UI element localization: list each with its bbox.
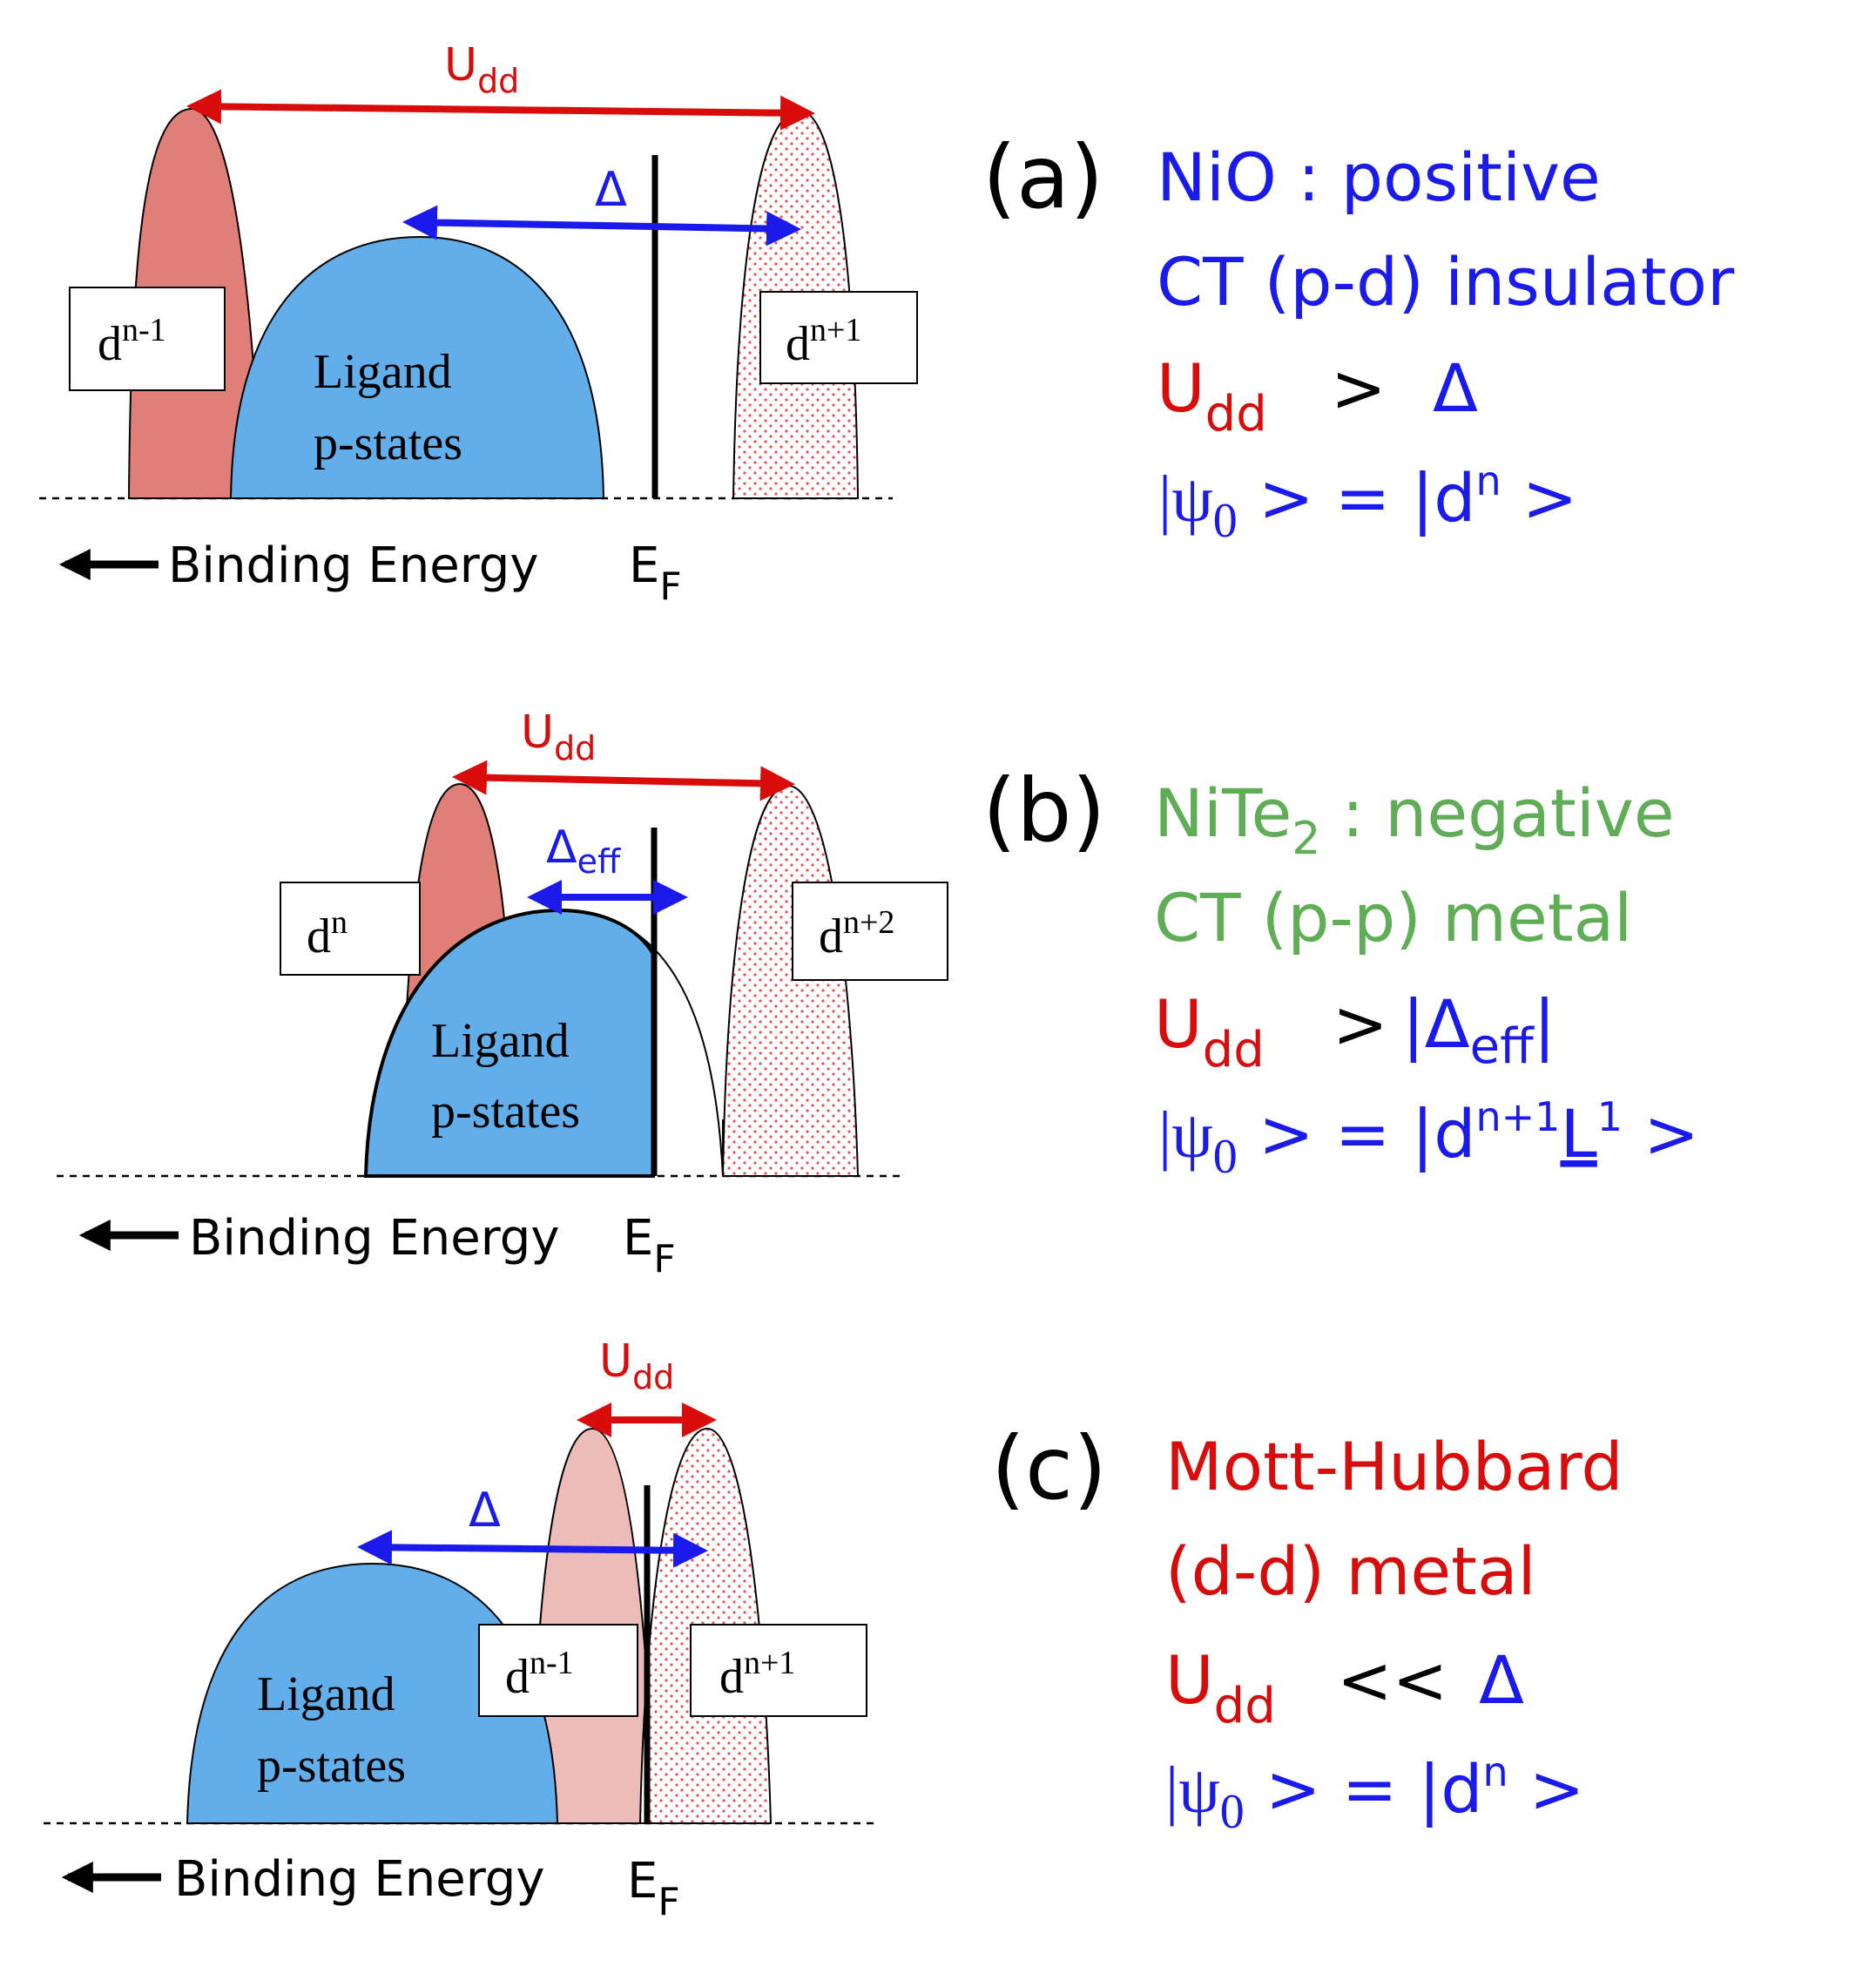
panel-letter-c: (c) [991,1417,1107,1519]
delta-arrow-label-a: Δ [595,162,627,217]
udd-arrow-label-c: Udd [599,1335,674,1396]
right-box-b [792,882,948,981]
gap-relation-b: Udd>|Δeff| [1154,985,1555,1078]
ground-state-c: |ψ0 > = |dn > [1165,1748,1584,1839]
ground-state-a: |ψ0 > = |dn > [1158,457,1577,548]
delta-arrow-label-c: Δ [469,1483,501,1538]
title-line2-a: CT (p-d) insulator [1157,243,1735,321]
udd-arrow-label-a: Udd [444,39,519,100]
binding-energy-label-a: Binding Energy [168,537,538,594]
delta-arrow-a [402,205,801,247]
right-box-label-c: dn+1 [719,1645,795,1704]
title-line1-b: NiTe2 : negative [1154,774,1675,865]
udd-arrow-a [186,89,815,131]
panel-c: Udd Δ dn-1 dn+1 Ligand p-states Binding … [44,1335,1623,1924]
gap-relation-c: Udd<<Δ [1165,1641,1524,1734]
left-box-label-b: dn [307,904,348,963]
delta-arrow-c [357,1530,708,1568]
ligand-band-b [363,908,655,1178]
panel-letter-b: (b) [982,760,1106,862]
ligand-label-a: Ligand p-states [314,345,464,470]
right-box-c [690,1624,867,1717]
ground-state-b: |ψ0 > = |dn+1L1 > [1158,1093,1699,1184]
binding-energy-label-b: Binding Energy [189,1210,559,1267]
ligand-label-b: Ligand p-states [431,1014,582,1139]
right-box-label-a: dn+1 [786,312,861,371]
left-box-c [478,1624,638,1717]
left-box-label-a: dn-1 [98,312,166,371]
left-box-label-c: dn-1 [505,1645,574,1704]
panel-letter-a: (a) [982,126,1103,228]
right-box-a [759,291,918,384]
left-box-b [280,882,421,976]
title-line1-a: NiO : positive [1157,139,1601,216]
udd-arrow-b [452,760,795,801]
title-line1-c: Mott-Hubbard [1165,1428,1623,1505]
panel-a: Udd Δ dn-1 dn+1 Ligand p-states Binding … [39,39,1735,609]
fermi-label-a: EF [629,537,682,609]
delta-eff-arrow-label-b: Δeff [546,821,621,881]
udd-arrow-label-b: Udd [521,706,596,767]
ligand-label-c: Ligand p-states [257,1667,408,1793]
left-box-a [69,287,226,391]
panel-b: Udd Δeff dn dn+2 Ligand p-states Binding… [57,706,1699,1281]
title-line2-b: CT (p-p) metal [1154,879,1632,956]
binding-energy-label-c: Binding Energy [174,1851,544,1908]
gap-relation-a: Udd>Δ [1157,349,1478,443]
fermi-label-c: EF [627,1853,680,1924]
right-box-label-b: dn+2 [819,904,894,963]
fermi-label-b: EF [623,1210,676,1281]
title-line2-c: (d-d) metal [1165,1532,1536,1610]
